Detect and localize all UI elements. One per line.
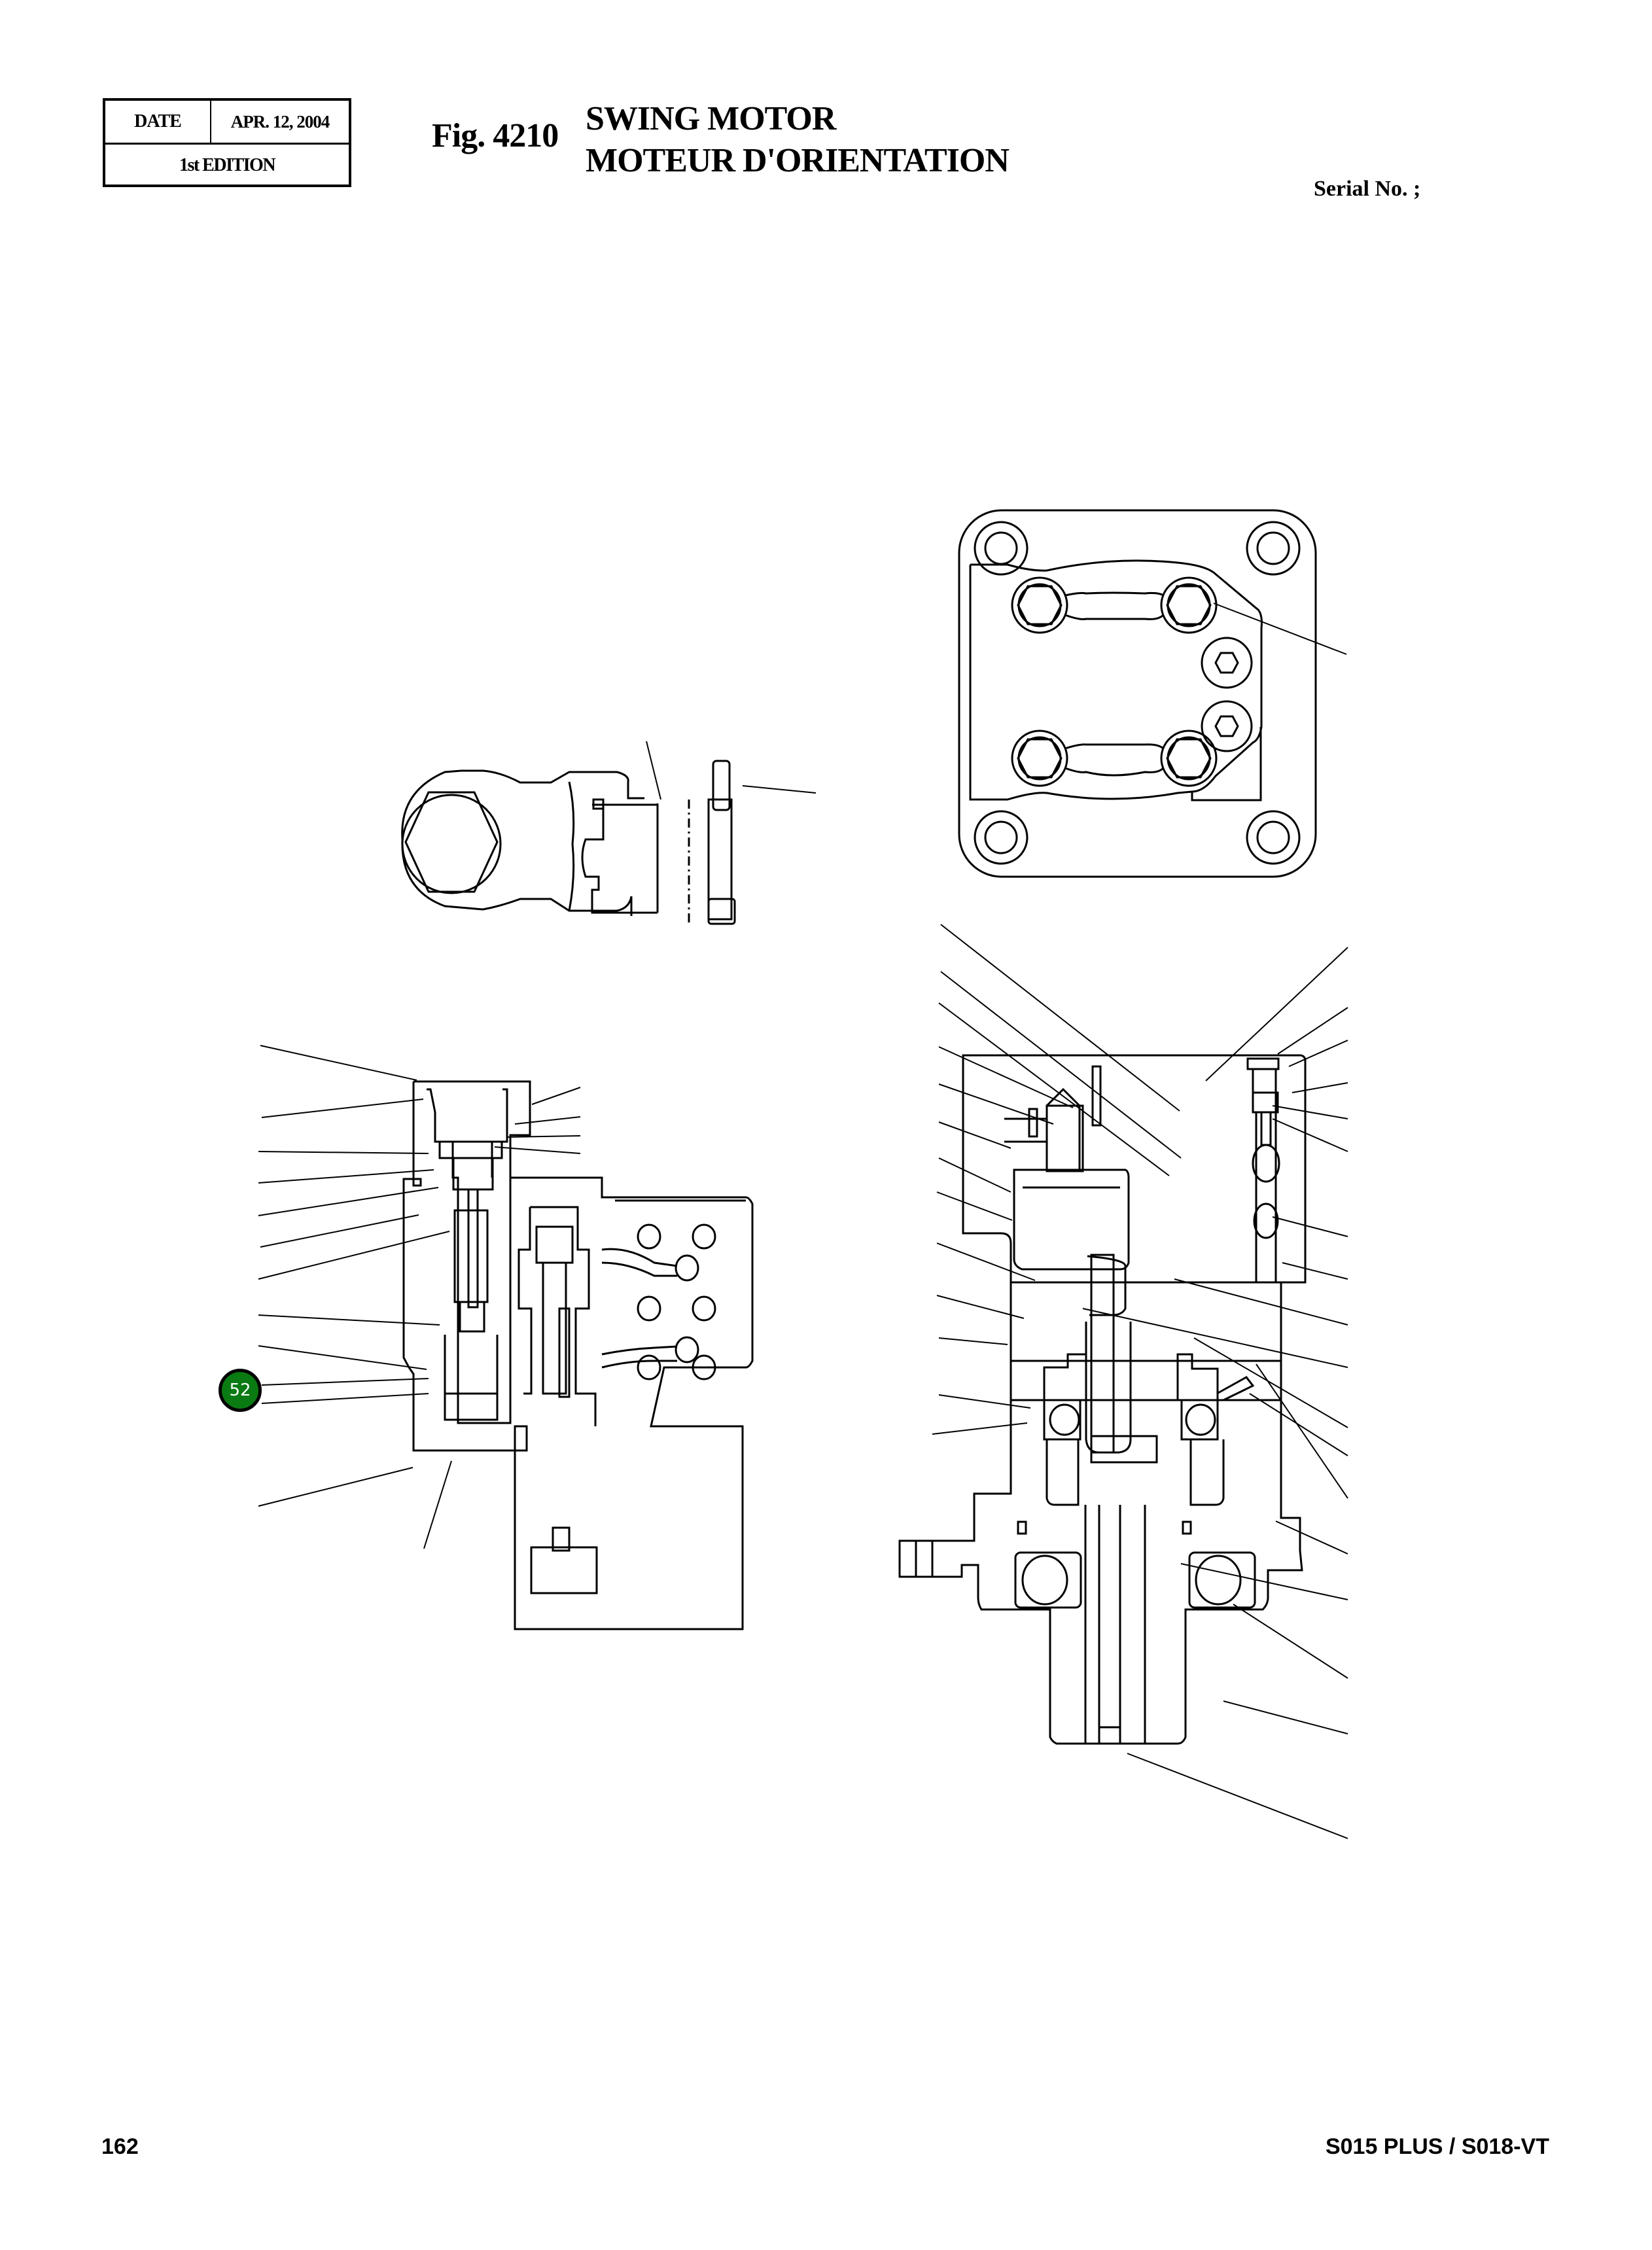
title-english: SWING MOTOR [586, 100, 836, 137]
motor-main-section [898, 924, 1348, 1839]
callout-bubble-52[interactable]: 52 [219, 1369, 262, 1412]
relief-valve-section [258, 1045, 754, 1630]
edition-label: 1st EDITION [179, 155, 276, 175]
side-section-view [401, 741, 817, 926]
date-row: DATE APR. 12, 2004 [105, 101, 349, 145]
serial-number-label: Serial No. ; [1314, 177, 1421, 201]
figure-number: Fig. 4210 [432, 117, 559, 154]
model-name: S015 PLUS / S018-VT [1325, 2134, 1549, 2159]
page-number: 162 [101, 2134, 139, 2159]
page-title: SWING MOTOR MOTEUR D'ORIENTATION [586, 98, 1010, 182]
date-value: APR. 12, 2004 [230, 111, 330, 132]
date-label: DATE [105, 101, 211, 143]
title-french: MOTEUR D'ORIENTATION [586, 142, 1010, 179]
top-plan-view [958, 509, 1347, 878]
date-edition-box: DATE APR. 12, 2004 1st EDITION [103, 98, 351, 187]
